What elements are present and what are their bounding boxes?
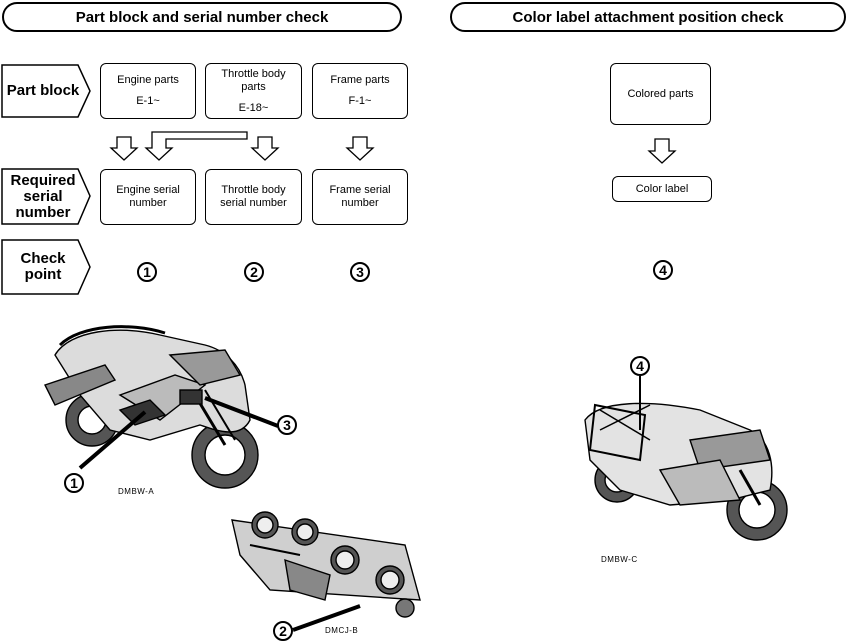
box-color-label: Color label — [612, 176, 712, 202]
row-label-shape-check — [1, 239, 91, 295]
figure-code-bike-right: DMBW-C — [601, 555, 638, 564]
figure-code-throttle: DMCJ-B — [325, 626, 359, 635]
check-point-3: 3 — [350, 262, 370, 282]
arrow-throttle — [250, 136, 280, 161]
row-label-shape-part-block — [1, 64, 91, 118]
check-point-4: 4 — [653, 260, 673, 280]
box-engine-parts: Engine parts E-1~ — [100, 63, 196, 119]
leader-2 — [292, 604, 361, 632]
arrow-frame — [345, 136, 375, 161]
row-label-part-block: Part block — [6, 82, 80, 99]
figure-code-bike-left: DMBW-A — [118, 487, 155, 496]
box-colored-parts: Colored parts — [610, 63, 711, 125]
callout-3: 3 — [277, 415, 297, 435]
arrow-throttle-to-engine — [144, 131, 248, 161]
check-point-1: 1 — [137, 262, 157, 282]
box-throttle-body-parts: Throttle body parts E-18~ — [205, 63, 302, 119]
throttle-body-illustration — [231, 511, 421, 618]
leader-lines — [78, 376, 641, 632]
callout-2: 2 — [273, 621, 293, 641]
header-color-label-check: Color label attachment position check — [450, 2, 846, 32]
motorcycle-left-illustration — [44, 325, 259, 489]
row-label-required-serial: Required serial number — [10, 171, 76, 221]
box-frame-parts: Frame parts F-1~ — [312, 63, 408, 119]
motorcycle-right-illustration — [584, 402, 788, 541]
row-label-shape-required — [1, 168, 91, 225]
box-throttle-serial: Throttle body serial number — [205, 169, 302, 225]
leader-3 — [204, 396, 279, 428]
row-label-check-point: Check point — [20, 250, 66, 283]
flow-arrows — [109, 131, 677, 164]
arrow-colored-parts — [647, 138, 677, 164]
leader-1 — [78, 410, 147, 470]
arrow-engine — [109, 136, 139, 161]
callout-1: 1 — [64, 473, 84, 493]
check-point-2: 2 — [244, 262, 264, 282]
callout-4: 4 — [630, 356, 650, 376]
box-engine-serial: Engine serial number — [100, 169, 196, 225]
header-serial-check: Part block and serial number check — [2, 2, 402, 32]
box-frame-serial: Frame serial number — [312, 169, 408, 225]
